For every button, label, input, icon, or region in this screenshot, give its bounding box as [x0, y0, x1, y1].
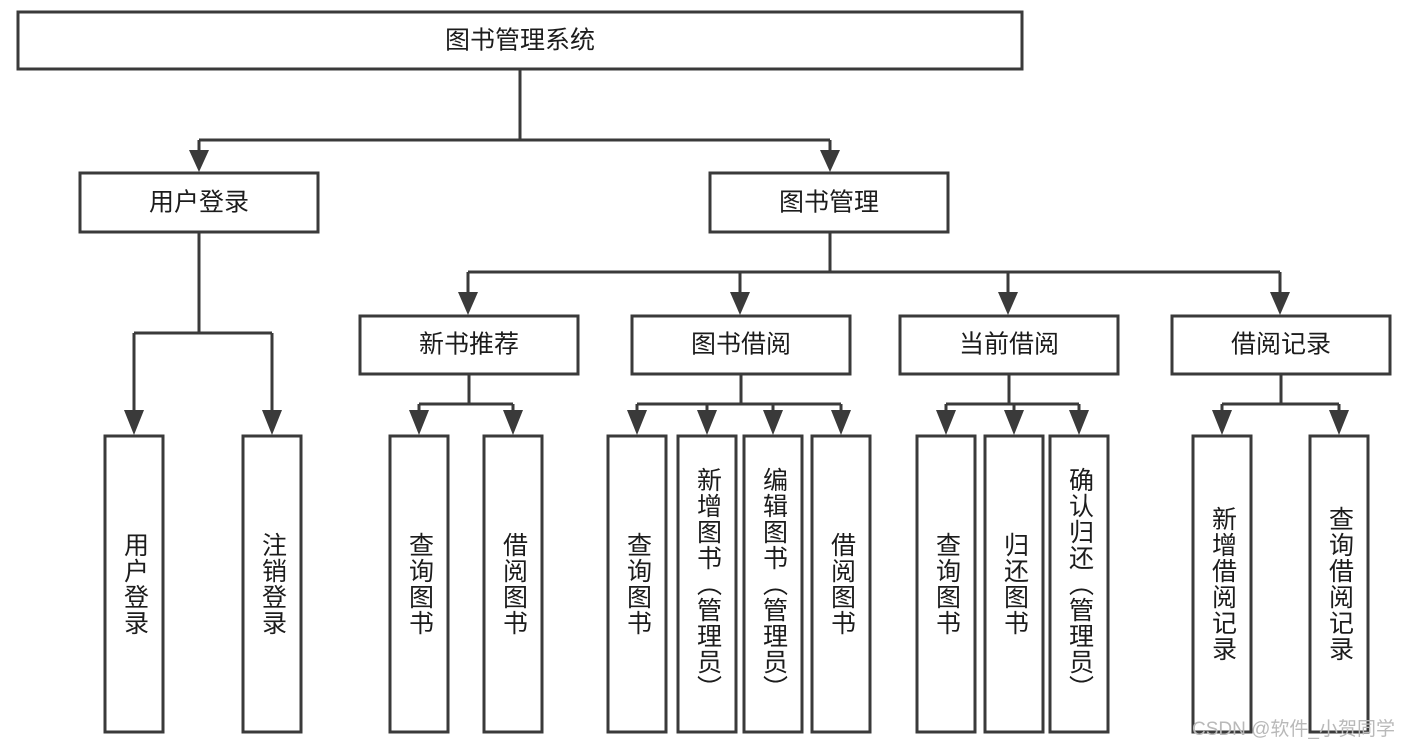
- leaf-borrow-query[interactable]: 查询图书: [606, 434, 668, 734]
- arrow-book-manage-to-records: [1270, 292, 1290, 315]
- node-current-borrow-box[interactable]: [898, 314, 1120, 376]
- leaf-newbook-query-label: 查询图书: [405, 532, 434, 636]
- leaf-user-login[interactable]: 用户登录: [103, 434, 165, 734]
- node-new-book-recommend-label: 新书推荐: [419, 331, 519, 359]
- connector-group-new-books: [409, 374, 523, 435]
- leaf-borrow-query-box[interactable]: [606, 434, 668, 734]
- node-book-manage-label: 图书管理: [779, 189, 879, 217]
- arrow-current-leaf-3: [1069, 410, 1089, 435]
- connector-group-current-borrow: [936, 374, 1089, 435]
- leaf-add-book-admin-label: 新增图书（管理员）: [693, 467, 722, 701]
- leaf-newbook-query-box[interactable]: [388, 434, 450, 734]
- leaf-edit-book-admin[interactable]: 编辑图书（管理员）: [742, 434, 804, 734]
- leaf-add-book-admin[interactable]: 新增图书（管理员）: [676, 434, 738, 734]
- leaf-add-borrow-record-box[interactable]: [1191, 434, 1253, 734]
- connector-group-records: [1212, 374, 1349, 435]
- connector-group-book-manage: [458, 232, 1290, 315]
- node-book-borrow[interactable]: 图书借阅: [630, 314, 852, 376]
- leaf-add-borrow-record[interactable]: 新增借阅记录: [1191, 434, 1253, 734]
- node-root[interactable]: 图书管理系统: [16, 10, 1024, 71]
- node-root-label: 图书管理系统: [445, 27, 595, 55]
- arrow-borrow-leaf-2: [697, 410, 717, 435]
- arrow-new-books-leaf-1: [409, 410, 429, 435]
- leaf-newbook-query[interactable]: 查询图书: [388, 434, 450, 734]
- leaf-add-book-admin-box[interactable]: [676, 434, 738, 734]
- arrow-borrow-leaf-1: [627, 410, 647, 435]
- leaf-borrow-book-label: 借阅图书: [827, 532, 856, 636]
- leaf-query-borrow-record-box[interactable]: [1308, 434, 1370, 734]
- leaf-user-login-label: 用户登录: [120, 532, 149, 636]
- leaf-edit-book-admin-box[interactable]: [742, 434, 804, 734]
- node-current-borrow-label: 当前借阅: [959, 331, 1059, 359]
- node-user-login-label: 用户登录: [149, 189, 249, 217]
- node-current-borrow[interactable]: 当前借阅: [898, 314, 1120, 376]
- node-book-borrow-box[interactable]: [630, 314, 852, 376]
- leaf-newbook-borrow-box[interactable]: [482, 434, 544, 734]
- leaf-query-borrow-record[interactable]: 查询借阅记录: [1308, 434, 1370, 734]
- leaf-newbook-borrow-label: 借阅图书: [499, 532, 528, 636]
- leaf-current-query-box[interactable]: [915, 434, 977, 734]
- arrow-book-manage-to-new-books: [458, 292, 478, 315]
- arrow-user-login-leaf-1: [124, 410, 144, 435]
- node-user-login[interactable]: 用户登录: [78, 171, 320, 234]
- leaf-user-login-box[interactable]: [103, 434, 165, 734]
- leaf-borrow-book[interactable]: 借阅图书: [810, 434, 872, 734]
- leaf-logout-label: 注销登录: [258, 532, 287, 636]
- leaf-return-book[interactable]: 归还图书: [983, 434, 1045, 734]
- leaf-borrow-book-box[interactable]: [810, 434, 872, 734]
- leaf-logout[interactable]: 注销登录: [241, 434, 303, 734]
- node-book-borrow-label: 图书借阅: [691, 331, 791, 359]
- connector-group-root: [189, 69, 840, 172]
- leaf-current-query[interactable]: 查询图书: [915, 434, 977, 734]
- node-book-manage[interactable]: 图书管理: [708, 171, 950, 234]
- leaf-logout-box[interactable]: [241, 434, 303, 734]
- arrow-borrow-leaf-3: [763, 410, 783, 435]
- node-borrow-records-label: 借阅记录: [1231, 331, 1331, 359]
- node-borrow-records[interactable]: 借阅记录: [1170, 314, 1392, 376]
- leaf-return-book-label: 归还图书: [1000, 532, 1029, 636]
- leaf-query-borrow-record-label: 查询借阅记录: [1325, 506, 1354, 662]
- leaf-confirm-return-admin[interactable]: 确认归还（管理员）: [1048, 434, 1110, 734]
- leaf-add-borrow-record-label: 新增借阅记录: [1208, 506, 1237, 662]
- leaf-borrow-query-label: 查询图书: [623, 532, 652, 636]
- arrow-current-leaf-2: [1004, 410, 1024, 435]
- csdn-watermark: CSDN @软件_小贺同学: [1192, 719, 1395, 740]
- leaf-edit-book-admin-label: 编辑图书（管理员）: [759, 467, 788, 701]
- node-borrow-records-box[interactable]: [1170, 314, 1392, 376]
- arrow-root-to-book-manage: [820, 150, 840, 172]
- arrow-records-leaf-2: [1329, 410, 1349, 435]
- node-book-manage-box[interactable]: [708, 171, 950, 234]
- arrow-book-manage-to-borrow: [730, 292, 750, 315]
- connector-group-user-login: [124, 232, 282, 435]
- arrow-user-login-leaf-2: [262, 410, 282, 435]
- node-user-login-box[interactable]: [78, 171, 320, 234]
- node-root-box[interactable]: [16, 10, 1024, 71]
- arrow-root-to-user-login: [189, 150, 209, 172]
- connector-group-borrow: [627, 374, 851, 435]
- leaf-confirm-return-admin-label: 确认归还（管理员）: [1065, 467, 1094, 701]
- leaf-return-book-box[interactable]: [983, 434, 1045, 734]
- node-new-book-recommend[interactable]: 新书推荐: [358, 314, 580, 376]
- arrow-new-books-leaf-2: [503, 410, 523, 435]
- leaf-newbook-borrow[interactable]: 借阅图书: [482, 434, 544, 734]
- leaf-current-query-label: 查询图书: [932, 532, 961, 636]
- arrow-records-leaf-1: [1212, 410, 1232, 435]
- arrow-borrow-leaf-4: [831, 410, 851, 435]
- leaf-confirm-return-admin-box[interactable]: [1048, 434, 1110, 734]
- node-new-book-recommend-box[interactable]: [358, 314, 580, 376]
- arrow-book-manage-to-current: [998, 292, 1018, 315]
- arrow-current-leaf-1: [936, 410, 956, 435]
